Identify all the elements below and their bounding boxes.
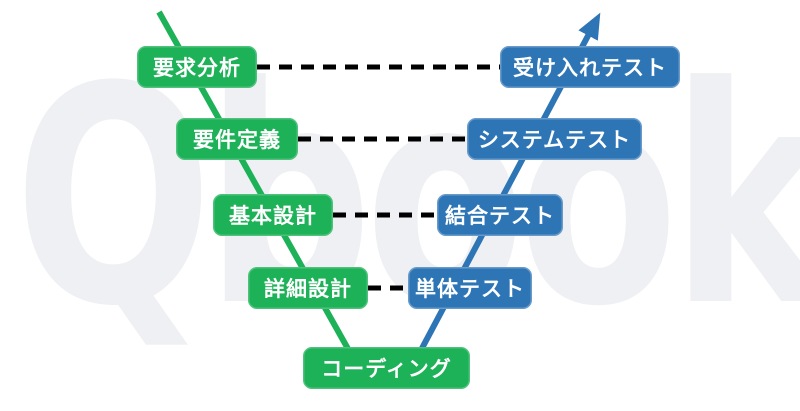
phase-label: 基本設計: [229, 204, 317, 228]
phase-label: 結合テスト: [445, 204, 555, 228]
phase-box-integration-test: 結合テスト: [437, 194, 563, 236]
phase-box-basic-design: 基本設計: [213, 194, 333, 236]
phase-box-requirements-analysis: 要求分析: [137, 46, 257, 88]
qbook-watermark: Qbook: [14, 23, 800, 372]
phase-label: システムテスト: [477, 128, 632, 152]
phase-box-requirements-definition: 要件定義: [176, 118, 298, 160]
phase-label: コーディング: [321, 357, 452, 381]
phase-label: 詳細設計: [264, 277, 352, 301]
phase-box-acceptance-test: 受け入れテスト: [500, 46, 680, 88]
phase-label: 受け入れテスト: [513, 56, 667, 80]
phase-label: 要件定義: [193, 128, 281, 152]
phase-label: 単体テスト: [415, 277, 525, 301]
phase-label: 要求分析: [153, 56, 241, 80]
phase-box-system-test: システムテスト: [467, 118, 642, 160]
phase-box-unit-test: 単体テスト: [408, 267, 532, 309]
phase-box-coding: コーディング: [303, 347, 470, 389]
phase-box-detailed-design: 詳細設計: [248, 267, 368, 309]
